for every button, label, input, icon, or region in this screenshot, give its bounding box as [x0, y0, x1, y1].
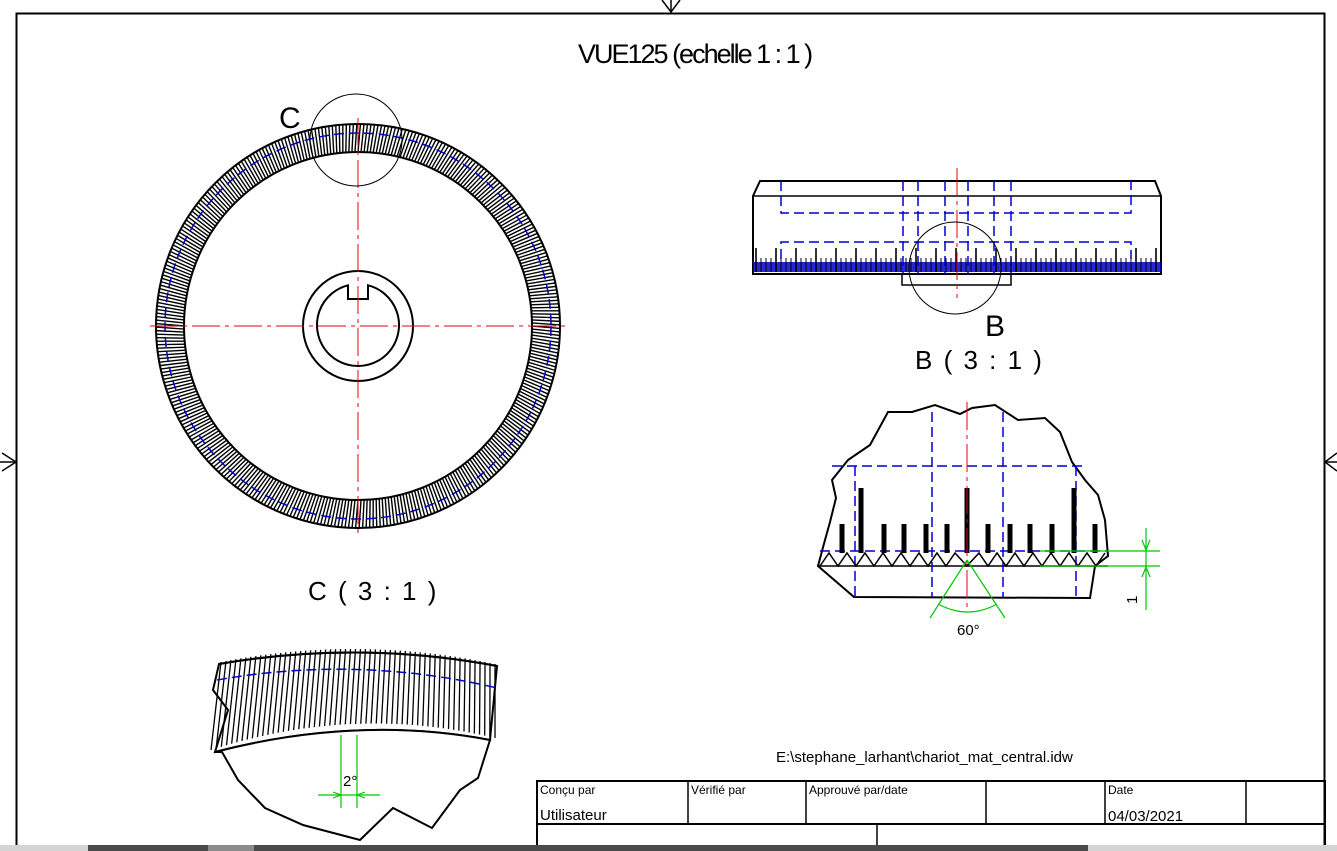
dim-angle-2: 2°	[343, 773, 357, 790]
side-view: B	[752, 168, 1162, 343]
tb-verifie-label: Vérifié par	[691, 783, 746, 797]
scrollbar-thumb[interactable]	[88, 845, 1088, 851]
dim-angle-60: 60°	[957, 622, 980, 639]
bore-keyway	[316, 284, 400, 367]
teeth-hatch	[155, 123, 561, 529]
view-b-title: B ( 3 : 1 )	[915, 345, 1044, 375]
tb-date-label: Date	[1108, 783, 1134, 797]
front-view: C	[150, 93, 566, 534]
label-c: C	[279, 102, 301, 135]
view-c-title: C ( 3 : 1 )	[308, 576, 438, 606]
scrollbar-highlight	[208, 845, 254, 851]
detail-c-teeth	[210, 648, 496, 751]
tb-approuve-label: Approuvé par/date	[809, 783, 908, 797]
title-block	[536, 780, 1326, 851]
center-markers	[0, 0, 1337, 472]
side-teeth	[755, 248, 1157, 272]
tb-concu-label: Conçu par	[540, 783, 595, 797]
drawing-title: VUE125 (echelle 1 : 1 )	[578, 39, 812, 69]
detail-view-c: 2°	[210, 648, 499, 842]
detail-circle-b	[908, 221, 1002, 315]
detail-view-b: 60° 1	[816, 402, 1160, 639]
tb-date-value: 04/03/2021	[1108, 808, 1183, 825]
tb-concu-value: Utilisateur	[540, 807, 607, 824]
label-b: B	[985, 310, 1005, 343]
sheet-border	[15, 12, 1326, 851]
detail-circle-c	[309, 93, 403, 187]
dim-depth: 1	[1124, 596, 1141, 604]
file-path: E:\stephane_larhant\chariot_mat_central.…	[776, 749, 1073, 766]
horizontal-scrollbar[interactable]	[0, 845, 1337, 851]
